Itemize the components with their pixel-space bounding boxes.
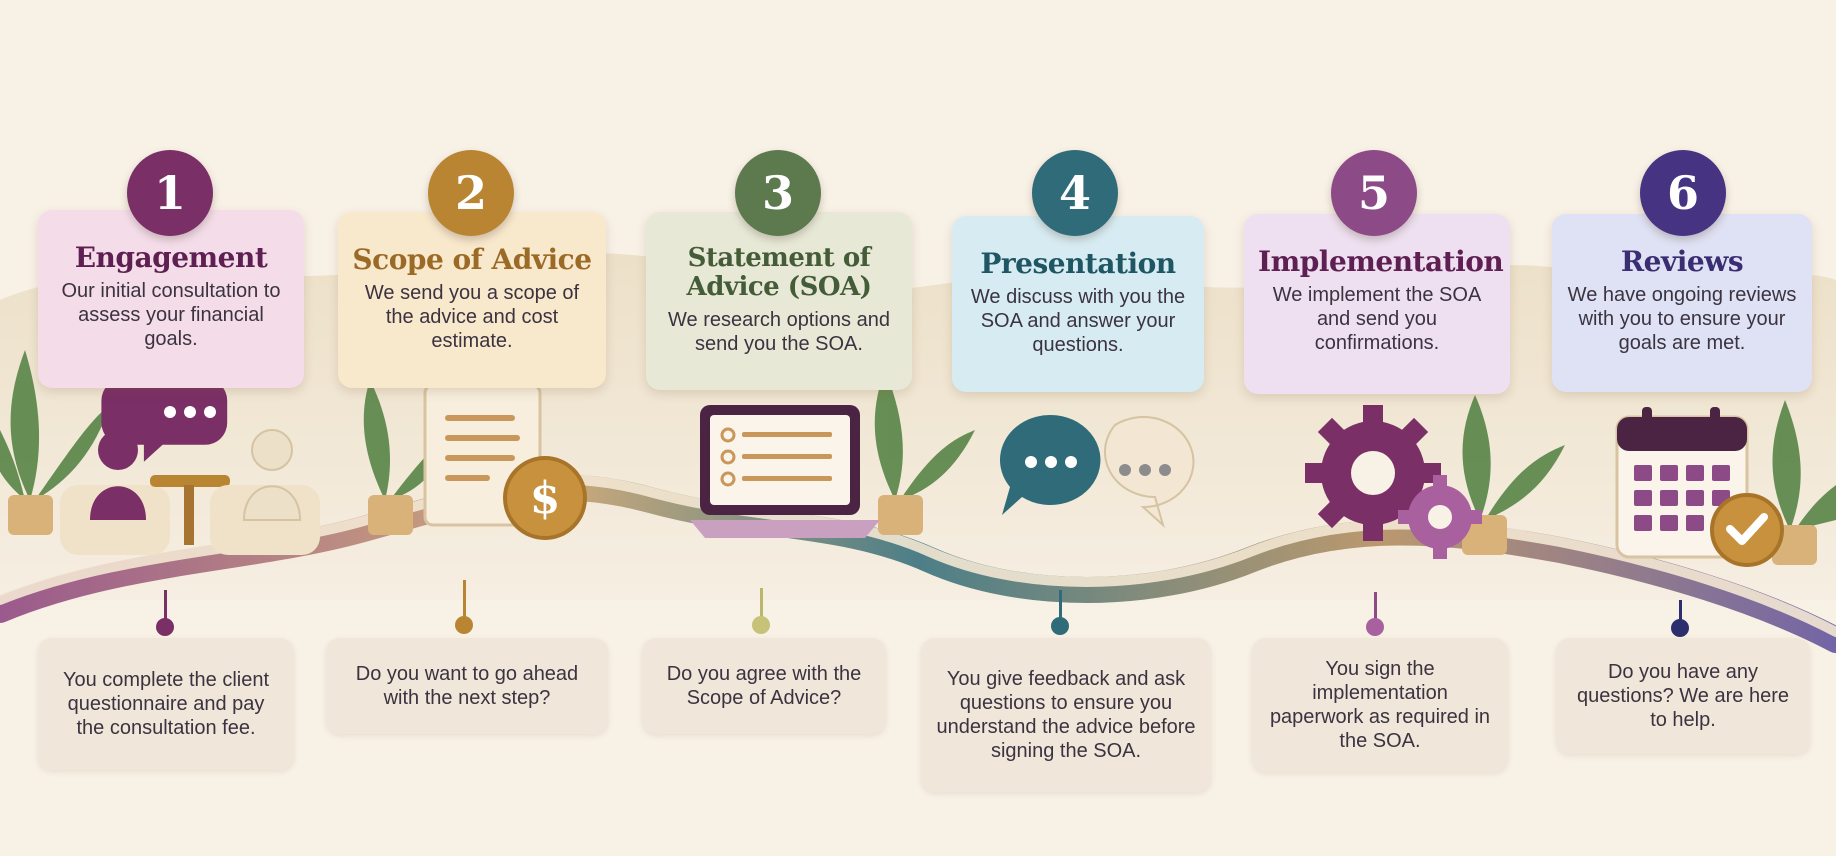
step-5-description: We implement the SOA and send you confir… [1272, 284, 1482, 355]
step-3-badge: 3 [735, 150, 821, 236]
step-1-dot [156, 618, 174, 636]
consultation-chairs-icon [60, 378, 320, 555]
step-5-badge: 5 [1331, 150, 1417, 236]
step-4-client-action: You give feedback and ask questions to e… [921, 638, 1211, 792]
step-3-client-action: Do you agree with the Scope of Advice? [642, 638, 886, 734]
step-1-badge: 1 [127, 150, 213, 236]
step-2-badge: 2 [428, 150, 514, 236]
step-4-badge: 4 [1032, 150, 1118, 236]
step-2-title: Scope of Advice [352, 243, 592, 276]
step-6-badge: 6 [1640, 150, 1726, 236]
step-3-card: Statement of Advice (SOA) We research op… [646, 212, 912, 390]
step-5-card: Implementation We implement the SOA and … [1244, 214, 1510, 394]
calendar-check-icon [1615, 407, 1784, 567]
step-1-title: Engagement [74, 241, 268, 274]
step-2-client-action: Do you want to go ahead with the next st… [326, 638, 608, 734]
step-4-card: Presentation We discuss with you the SOA… [952, 216, 1204, 392]
step-6-client-action: Do you have any questions? We are here t… [1556, 638, 1810, 754]
step-1-description: Our initial consultation to assess your … [61, 280, 281, 351]
step-6-connector [1679, 600, 1682, 627]
step-5-title: Implementation [1258, 245, 1504, 278]
step-6-title: Reviews [1620, 245, 1744, 278]
step-2-description: We send you a scope of the advice and co… [364, 282, 580, 353]
step-4-description: We discuss with you the SOA and answer y… [970, 286, 1186, 357]
step-1-card: Engagement Our initial consultation to a… [38, 210, 304, 388]
step-6-dot [1671, 619, 1689, 637]
step-4-title: Presentation [980, 247, 1176, 280]
gears-icon [1305, 405, 1482, 559]
step-2-connector [463, 580, 466, 623]
laptop-checklist-icon [690, 405, 880, 538]
svg-text:$: $ [530, 473, 561, 524]
step-6-description: We have ongoing reviews with you to ensu… [1567, 284, 1797, 355]
step-3-description: We research options and send you the SOA… [668, 309, 890, 356]
step-6-card: Reviews We have ongoing reviews with you… [1552, 214, 1812, 392]
step-3-connector [760, 588, 763, 623]
step-5-dot [1366, 618, 1384, 636]
step-2-card: Scope of Advice We send you a scope of t… [338, 212, 606, 388]
document-dollar-icon: $ [423, 383, 587, 540]
step-4-dot [1051, 617, 1069, 635]
step-3-dot [752, 616, 770, 634]
speech-bubbles-icon [1000, 414, 1195, 529]
step-5-client-action: You sign the implementation paperwork as… [1252, 638, 1508, 772]
step-4-connector [1059, 590, 1062, 624]
step-2-dot [455, 616, 473, 634]
step-3-title: Statement of Advice (SOA) [686, 243, 872, 303]
step-5-connector [1374, 592, 1377, 626]
step-1-connector [164, 590, 167, 625]
step-1-client-action: You complete the client questionnaire an… [38, 638, 294, 770]
